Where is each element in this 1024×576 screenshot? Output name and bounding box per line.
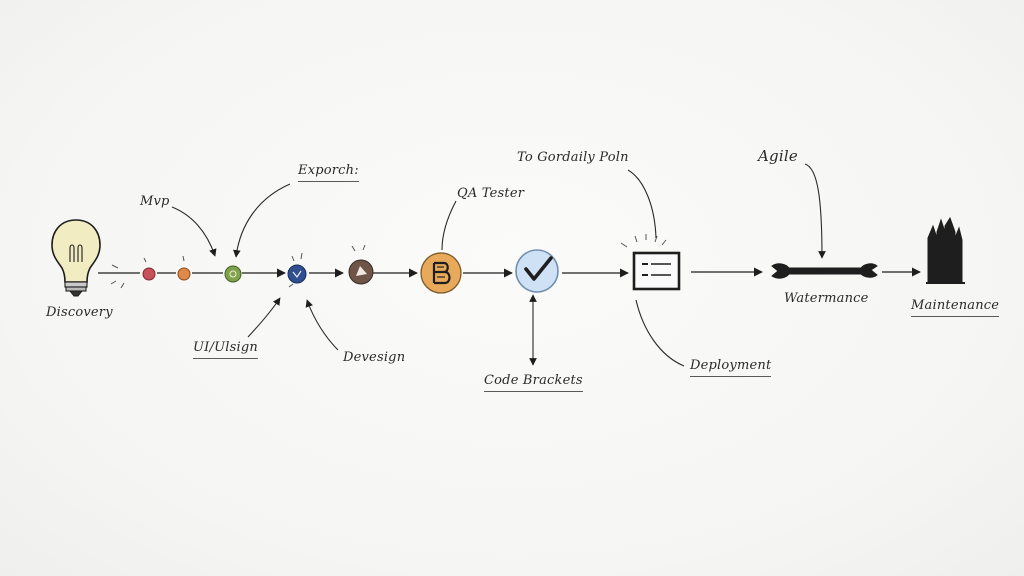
node-green-dot [224,265,242,283]
label-maintenance: Maintenance [911,298,1000,317]
wrench-icon [771,263,878,279]
spark-marks [110,234,667,289]
uidesign-connector [247,297,281,338]
agile-connector [804,163,826,259]
annotation-connectors [171,163,826,367]
label-mvp: Mvp [140,194,170,209]
small-nodes [142,259,374,285]
label-discovery: Discovery [46,305,113,320]
exporch-connector [233,183,291,258]
castle-icon [926,216,965,284]
checklist-icon [632,251,681,291]
mvp-connector [171,206,217,257]
label-qa-tester: QA Tester [457,186,525,201]
label-to-gordaily: To Gordaily Poln [517,150,629,165]
node-navy-dot [287,264,307,284]
lightbulb-icon [51,219,101,297]
label-code-brackets: Code Brackets [484,373,583,392]
label-agile: Agile [758,147,798,165]
node-red-dot [142,267,156,281]
label-exporch: Exporch: [298,163,359,182]
label-deployment: Deployment [690,358,772,377]
gordaily-connector [627,169,657,239]
label-development: Devesign [343,350,406,365]
deployment-connector [635,299,685,367]
node-orange-dot [177,267,191,281]
qa-connector [441,200,457,251]
label-waterfall: Watermance [784,291,869,306]
checkmark-icon [515,249,559,293]
label-uidesign: UI/Ulsign [193,340,258,359]
development-connector [305,299,339,351]
timeline [98,267,921,278]
letter-b-icon [420,252,462,294]
